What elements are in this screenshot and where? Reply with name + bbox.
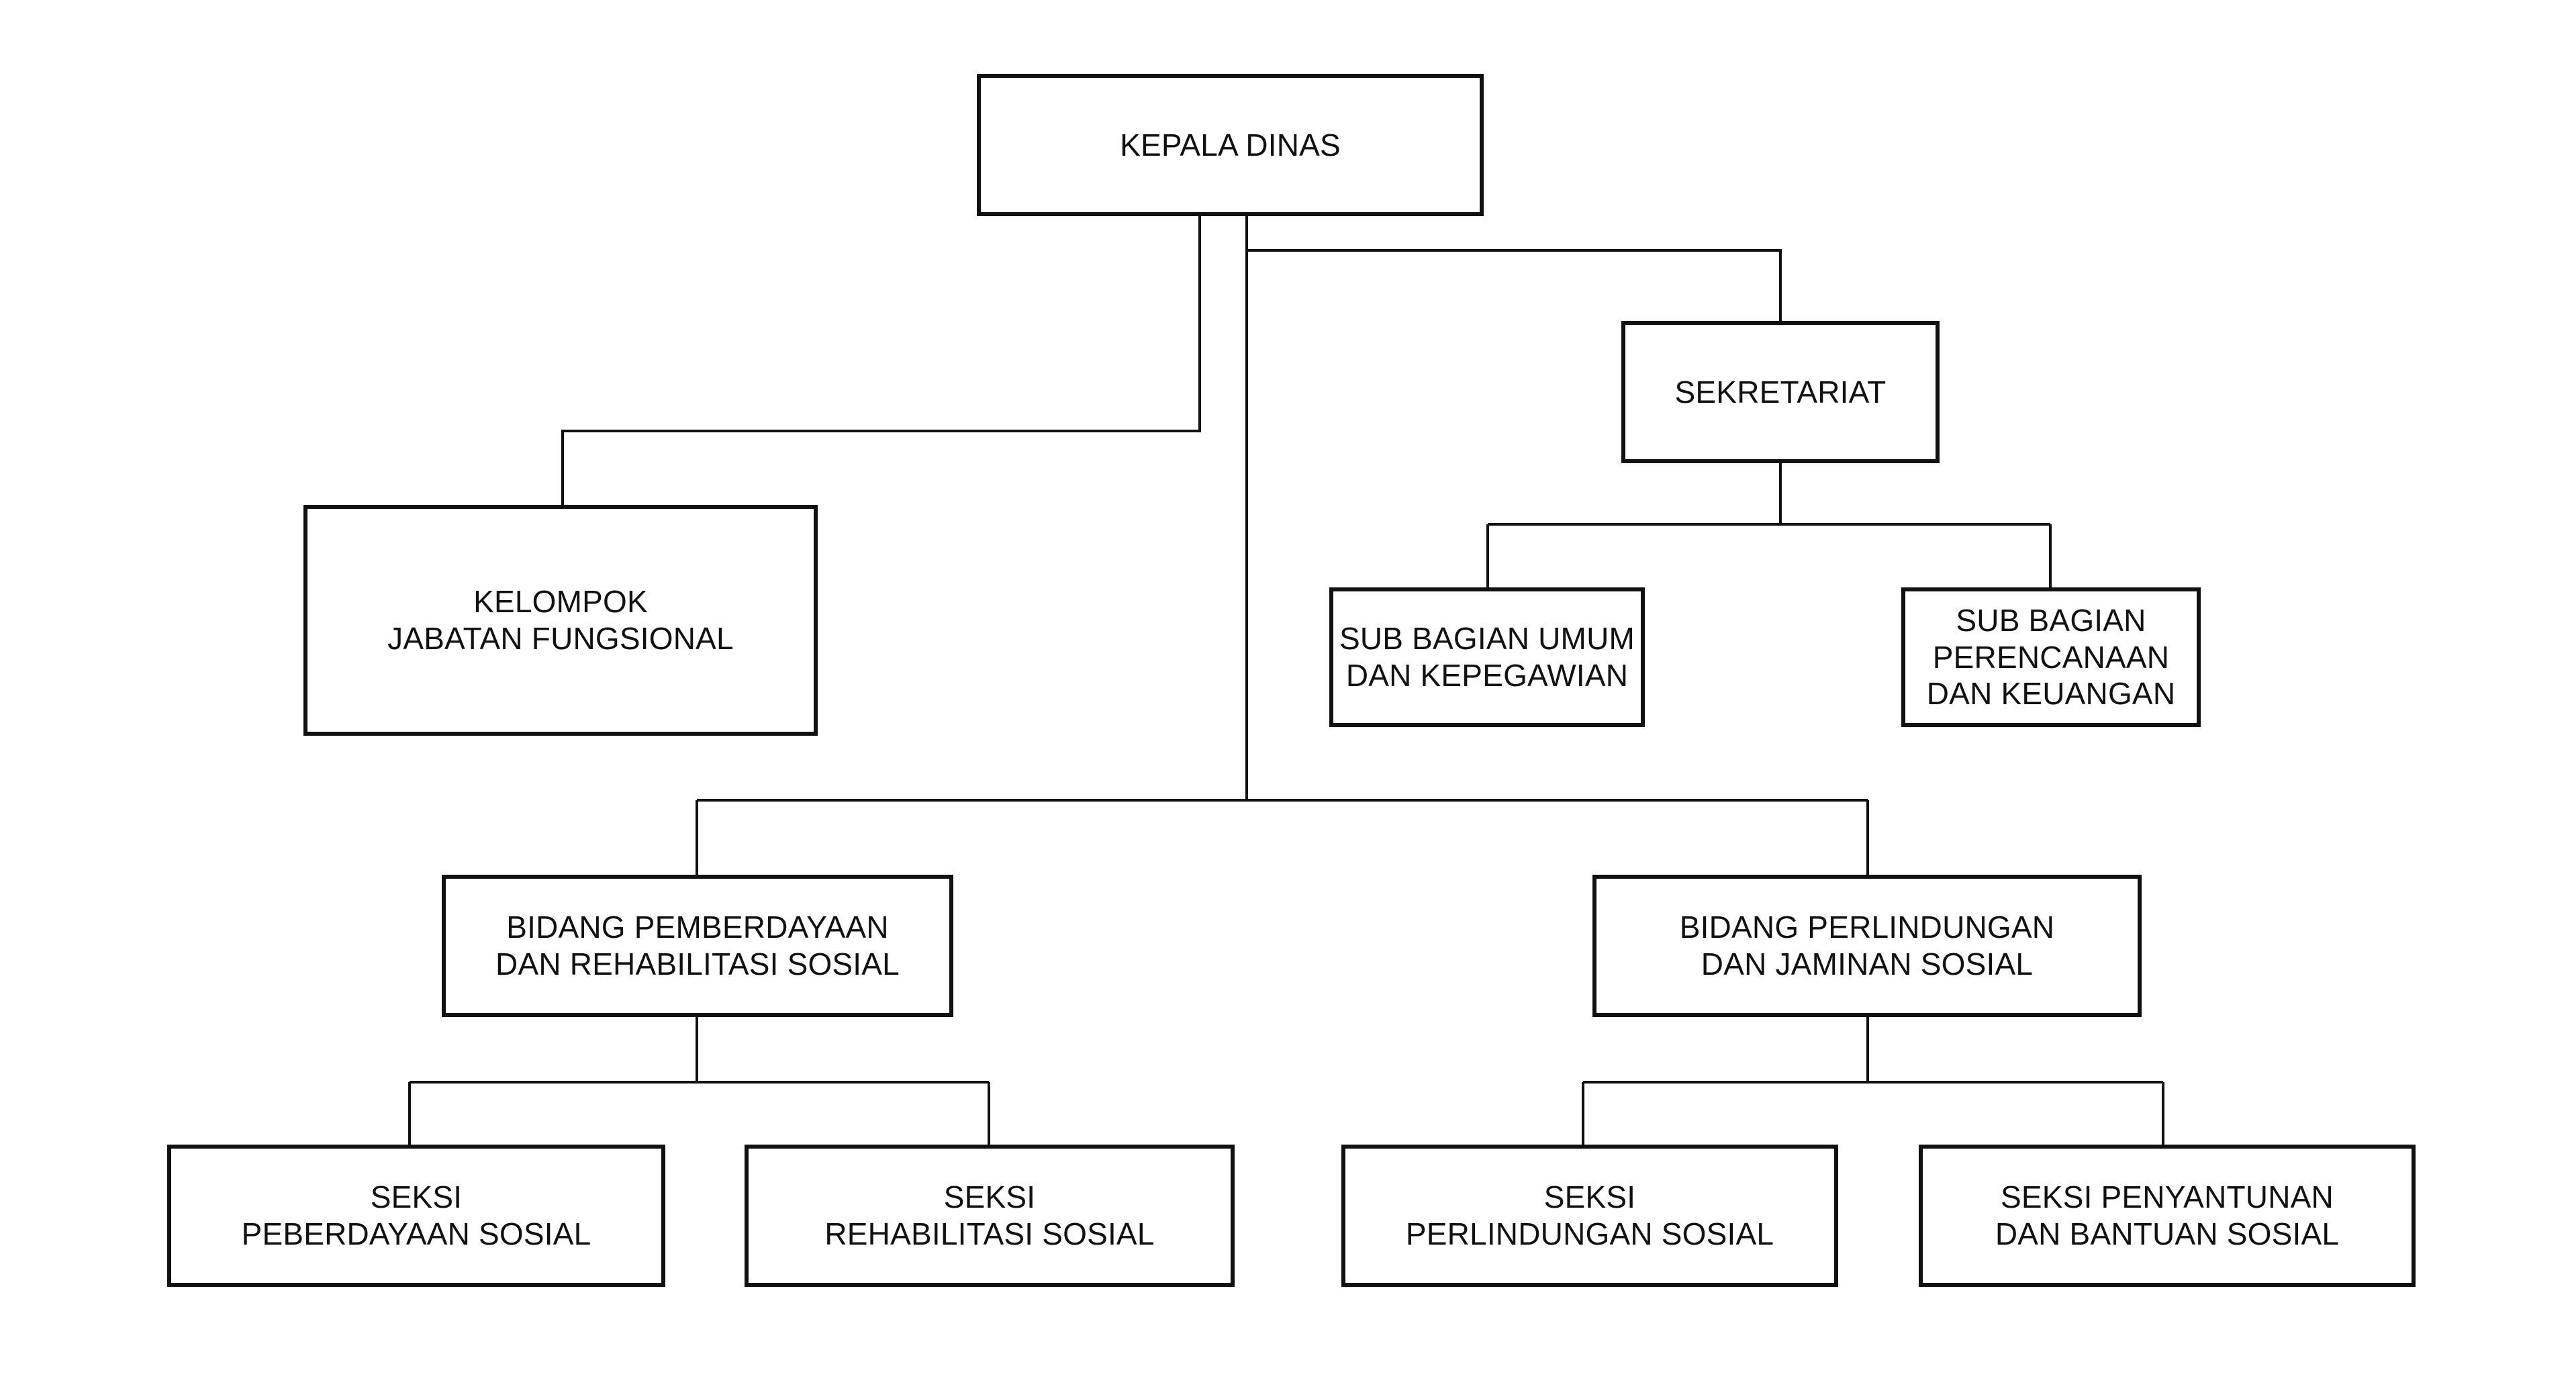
- node-label-bidang-perlindungan-dan-jaminan-sosial: BIDANG PERLINDUNGAN DAN JAMINAN SOSIAL: [1679, 910, 2055, 981]
- node-seksi-penyantunan-dan-bantuan-sosial[interactable]: SEKSI PENYANTUNAN DAN BANTUAN SOSIAL: [1919, 1145, 2416, 1287]
- node-seksi-peberdayaan-sosial[interactable]: SEKSI PEBERDAYAAN SOSIAL: [167, 1145, 665, 1287]
- node-seksi-perlindungan-sosial[interactable]: SEKSI PERLINDUNGAN SOSIAL: [1341, 1145, 1838, 1287]
- node-sekretariat[interactable]: SEKRETARIAT: [1621, 321, 1940, 463]
- node-kelompok-jabatan-fungsional[interactable]: KELOMPOK JABATAN FUNGSIONAL: [303, 505, 818, 736]
- node-label-seksi-perlindungan-sosial: SEKSI PERLINDUNGAN SOSIAL: [1405, 1179, 1774, 1251]
- node-label-seksi-peberdayaan-sosial: SEKSI PEBERDAYAAN SOSIAL: [241, 1179, 591, 1251]
- node-sub-bagian-umum-dan-kepegawian[interactable]: SUB BAGIAN UMUM DAN KEPEGAWIAN: [1329, 587, 1645, 727]
- node-label-sekretariat: SEKRETARIAT: [1674, 374, 1887, 410]
- node-seksi-rehabilitasi-sosial[interactable]: SEKSI REHABILITASI SOSIAL: [745, 1145, 1235, 1287]
- edge-kepala-to-sekretariat: [1247, 249, 1782, 321]
- edge-kepala-to-kelompok-trunk: [561, 216, 1201, 505]
- node-label-kelompok-jabatan-fungsional: KELOMPOK JABATAN FUNGSIONAL: [387, 584, 734, 656]
- node-kepala-dinas[interactable]: KEPALA DINAS: [977, 74, 1484, 216]
- node-label-seksi-penyantunan-dan-bantuan-sosial: SEKSI PENYANTUNAN DAN BANTUAN SOSIAL: [1995, 1179, 2340, 1251]
- node-bidang-perlindungan-dan-jaminan-sosial[interactable]: BIDANG PERLINDUNGAN DAN JAMINAN SOSIAL: [1592, 875, 2142, 1017]
- node-label-sub-bagian-perencanaan-dan-keuangan: SUB BAGIAN PERENCANAAN DAN KEUANGAN: [1926, 602, 2176, 712]
- node-label-bidang-pemberdayaan-dan-rehabilitasi-sosial: BIDANG PEMBERDAYAAN DAN REHABILITASI SOS…: [495, 910, 900, 981]
- node-label-kepala-dinas: KEPALA DINAS: [1120, 127, 1341, 162]
- node-label-sub-bagian-umum-dan-kepegawian: SUB BAGIAN UMUM DAN KEPEGAWIAN: [1339, 621, 1635, 693]
- node-label-seksi-rehabilitasi-sosial: SEKSI REHABILITASI SOSIAL: [824, 1179, 1155, 1251]
- node-sub-bagian-perencanaan-dan-keuangan[interactable]: SUB BAGIAN PERENCANAAN DAN KEUANGAN: [1901, 587, 2201, 727]
- node-bidang-pemberdayaan-dan-rehabilitasi-sosial[interactable]: BIDANG PEMBERDAYAAN DAN REHABILITASI SOS…: [442, 875, 953, 1017]
